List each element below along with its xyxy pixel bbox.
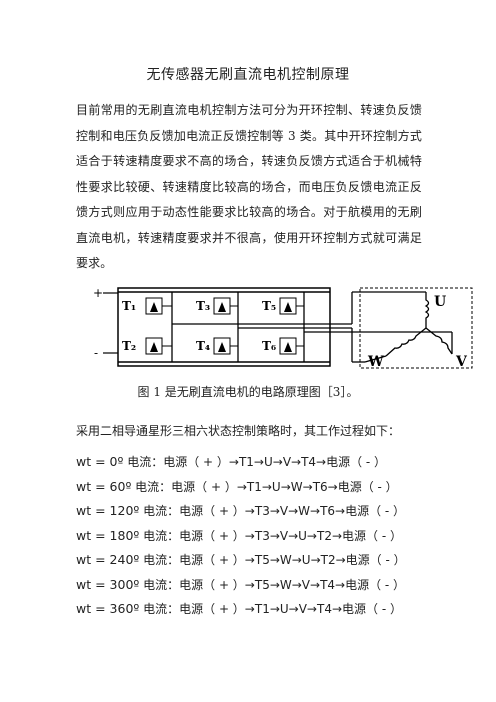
plus-terminal: +: [93, 286, 103, 300]
switch-t2: T₂: [122, 337, 172, 355]
motor-enclosure: [359, 287, 473, 369]
step-line: wt = 120º 电流：电源（ + ）→T3→V→W→T6→电源（ - ）: [76, 503, 406, 518]
switch-t5: T₅: [262, 297, 304, 315]
svg-text:T₆: T₆: [262, 339, 276, 353]
step-line: wt = 300º 电流：电源（ + ）→T5→W→V→T4→电源（ - ）: [76, 576, 406, 592]
switch-t1: T₁: [122, 297, 172, 315]
commutation-steps: wt = 0º 电流：电源（ + ）→T1→U→V→T4→电源（ - ） wt …: [76, 450, 476, 622]
svg-text:T₅: T₅: [262, 299, 276, 313]
document-title: 无传感器无刷直流电机控制原理: [146, 67, 350, 83]
phase-u-label: U: [434, 294, 446, 310]
svg-text:T₁: T₁: [122, 299, 136, 313]
svg-text:T₂: T₂: [122, 339, 136, 353]
process-intro: 采用二相导通星形三相六状态控制策略时，其工作过程如下：: [76, 424, 401, 438]
step-line: wt = 240º 电流：电源（ + ）→T5→W→U→T2→电源（ - ）: [76, 552, 406, 567]
inverter-bridge: [117, 287, 331, 367]
minus-terminal: -: [94, 346, 98, 360]
switch-t6: T₆: [262, 337, 304, 355]
phase-v-label: V: [455, 354, 468, 370]
switch-t4: T₄: [196, 337, 238, 355]
figure-caption: 图 1 是无刷直流电机的电路原理图［3］。: [137, 385, 359, 399]
phase-w-label: W: [367, 354, 384, 370]
step-line: wt = 360º 电流：电源（ + ）→T1→U→V→T4→电源（ - ）: [76, 601, 402, 616]
step-line: wt = 180º 电流：电源（ + ）→T3→V→U→T2→电源（ - ）: [76, 527, 402, 543]
step-line: wt = 0º 电流：电源（ + ）→T1→U→V→T4→电源（ - ）: [76, 454, 387, 469]
motor-windings: [364, 292, 453, 363]
switch-t3: T₃: [196, 297, 238, 315]
svg-text:T₄: T₄: [196, 339, 210, 353]
body-paragraph: 目前常用的无刷直流电机控制方法可分为开环控制、转速负反馈控制和电压负反馈加电流正…: [76, 103, 422, 270]
circuit-diagram: + - T₁ T₃ T₅ T₂ T₄ T₆: [93, 286, 473, 370]
svg-text:T₃: T₃: [196, 299, 210, 313]
step-line: wt = 60º 电流：电源（ + ）→T1→U→W→T6→电源（ - ）: [76, 478, 398, 494]
